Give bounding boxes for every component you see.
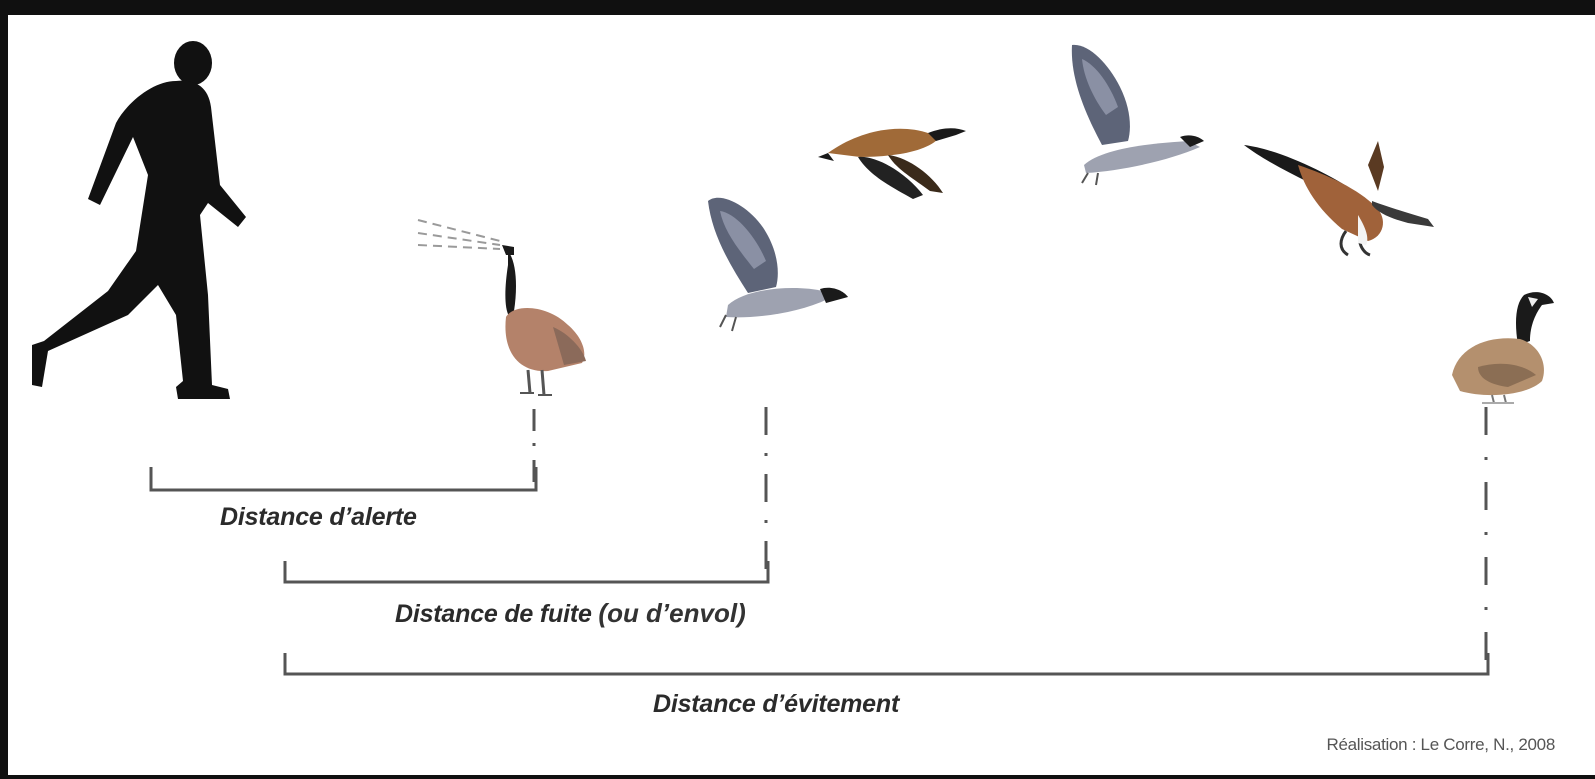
standing-goose-icon — [1452, 292, 1554, 404]
avoidance-distance-bracket — [283, 653, 1490, 676]
landing-goose-icon — [1244, 141, 1434, 257]
flight-distance-label: Distance de fuite (ou d’envol) — [395, 598, 746, 629]
alert-distance-label: Distance d’alerte — [220, 503, 417, 531]
flight-distance-bracket — [283, 561, 770, 584]
flying-goose-icon — [1071, 44, 1204, 186]
flying-goose-icon — [818, 128, 966, 199]
alert-distance-bracket — [149, 467, 538, 492]
alert-goose-icon — [417, 219, 586, 396]
diagram-illustration — [32, 41, 1554, 676]
avoidance-distance-label: Distance d’évitement — [653, 690, 900, 718]
walking-person-silhouette-icon — [32, 41, 246, 400]
credit-text: Réalisation : Le Corre, N., 2008 — [1326, 735, 1555, 754]
diagram-panel: Distance d’alerte Distance de fuite (ou … — [8, 15, 1595, 775]
flight-distance-label-text: Distance de fuite — [395, 600, 592, 628]
takeoff-goose-icon — [708, 197, 848, 332]
flight-distance-label-suffix: (ou d’envol) — [598, 598, 746, 628]
